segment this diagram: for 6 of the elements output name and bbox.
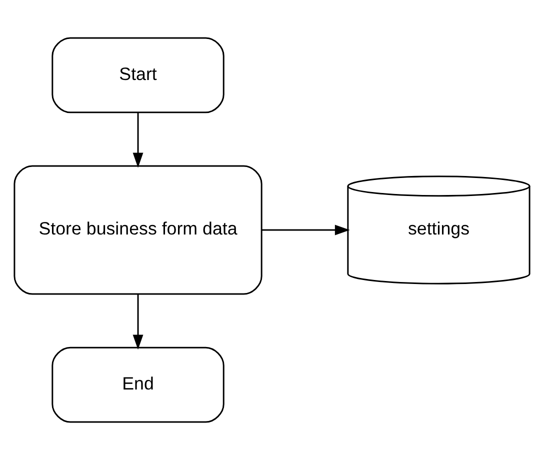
node-box: End <box>52 346 224 423</box>
arrow <box>132 294 144 350</box>
arrow <box>132 112 144 168</box>
arrow <box>262 224 350 236</box>
node-box: Store business form data <box>14 165 262 295</box>
node-box: Start <box>52 37 224 114</box>
